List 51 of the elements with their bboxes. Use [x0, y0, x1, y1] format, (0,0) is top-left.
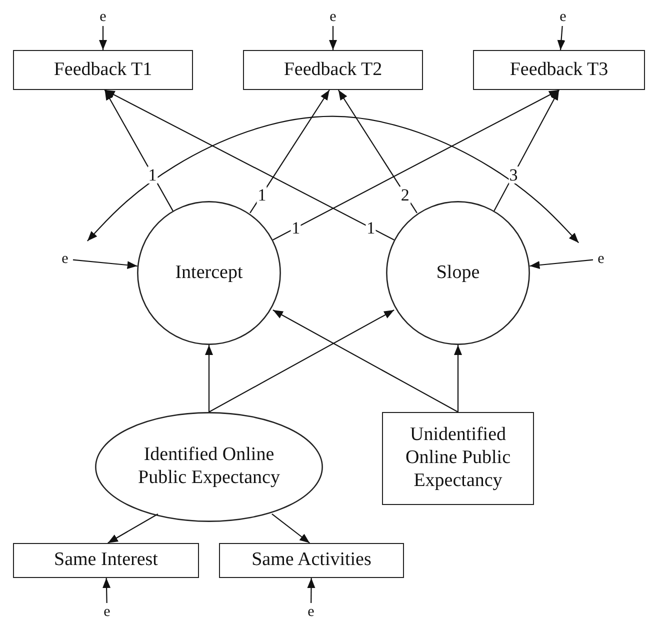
variable-name: Same Activities	[252, 549, 372, 572]
error-term-label: e	[95, 8, 111, 26]
arrow	[108, 514, 158, 544]
variable-name: Feedback T3	[510, 58, 608, 82]
variable-name: Feedback T1	[54, 58, 152, 82]
arrow	[102, 578, 111, 604]
arrow	[205, 345, 213, 412]
variable-name: Slope	[436, 262, 480, 284]
arrow	[250, 90, 330, 214]
variable-name: Feedback T2	[284, 58, 382, 82]
error-term-label: e	[593, 250, 609, 268]
edge-label: 3	[508, 166, 519, 184]
edge-label: 1	[290, 219, 302, 236]
observed-variable-box	[382, 412, 534, 505]
arrow	[208, 310, 394, 412]
arrow	[530, 259, 594, 269]
arrow	[99, 26, 107, 50]
arrow	[104, 90, 174, 212]
arrow	[307, 578, 316, 603]
edge-label: 1	[147, 166, 158, 184]
arrow	[329, 26, 337, 50]
edge-label: 1	[366, 219, 376, 236]
arrow	[104, 90, 394, 240]
arrow	[272, 310, 458, 412]
error-term-label: e	[57, 250, 73, 268]
latent-variable-circle	[386, 201, 530, 345]
observed-variable-box	[473, 50, 645, 90]
observed-variable-box	[13, 50, 193, 90]
edge-label: 1	[256, 186, 268, 203]
observed-variable-box	[219, 543, 404, 578]
arrow	[454, 345, 462, 412]
error-term-label: e	[555, 8, 571, 26]
arrow	[338, 90, 418, 214]
error-term-label: e	[325, 8, 341, 26]
error-term-label: e	[303, 603, 319, 621]
latent-variable-ellipse	[95, 412, 323, 522]
edge-label: 2	[400, 186, 410, 203]
arrow	[494, 90, 560, 212]
variable-name: Same Interest	[54, 549, 158, 572]
observed-variable-box	[13, 543, 199, 578]
variable-name: Unidentified Online Public Expectancy	[404, 424, 512, 493]
arrow	[72, 259, 138, 270]
variable-name: Identified Online Public Expectancy	[137, 444, 281, 490]
variable-name: Intercept	[175, 262, 243, 284]
observed-variable-box	[243, 50, 423, 90]
latent-variable-circle	[137, 201, 281, 345]
covariance-arrow	[87, 116, 579, 244]
error-term-label: e	[99, 603, 115, 621]
arrow	[557, 26, 566, 50]
arrow	[272, 514, 310, 544]
arrow	[272, 90, 560, 240]
